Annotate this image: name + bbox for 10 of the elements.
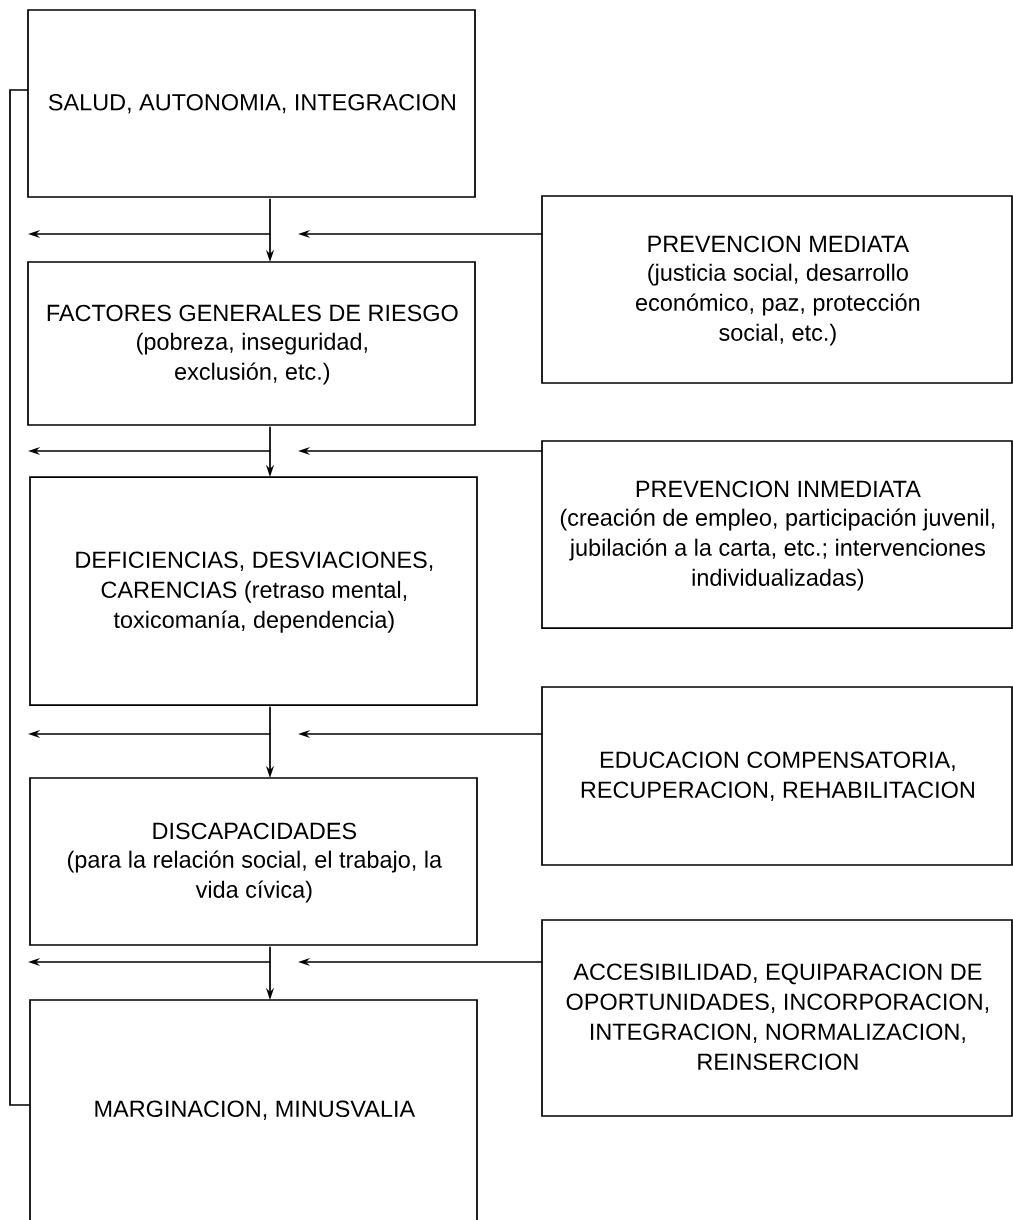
text-box: DEFICIENCIAS, DESVIACIONES, CARENCIAS (retraso mental, toxicomanía, dependencia) <box>29 476 478 706</box>
feedback-line <box>9 89 31 1106</box>
text-box: MARGINACION, MINUSVALIA <box>29 999 478 1220</box>
text-box: DISCAPACIDADES (para la relación social, el trabajo, la vida cívica) <box>29 777 478 946</box>
text-box: PREVENCION MEDIATA (justicia social, desarrollo económico, paz, protección social, etc.) <box>541 195 1013 384</box>
text-box: SALUD, AUTONOMIA, INTEGRACION <box>27 9 476 198</box>
text-box: FACTORES GENERALES DE RIESGO (pobreza, inseguridad, exclusión, etc.) <box>27 261 476 426</box>
text-box: EDUCACION COMPENSATORIA, RECUPERACION, REHABILITACION <box>541 686 1013 866</box>
text-box: ACCESIBILIDAD, EQUIPARACION DE OPORTUNIDADES, INCORPORACION, INTEGRACION, NORMALIZACION, REINSERCION <box>541 919 1013 1117</box>
text-box: PREVENCION INMEDIATA (creación de empleo, participación juvenil, jubilación a la carta, etc.; intervenciones individualizadas) <box>541 440 1013 629</box>
